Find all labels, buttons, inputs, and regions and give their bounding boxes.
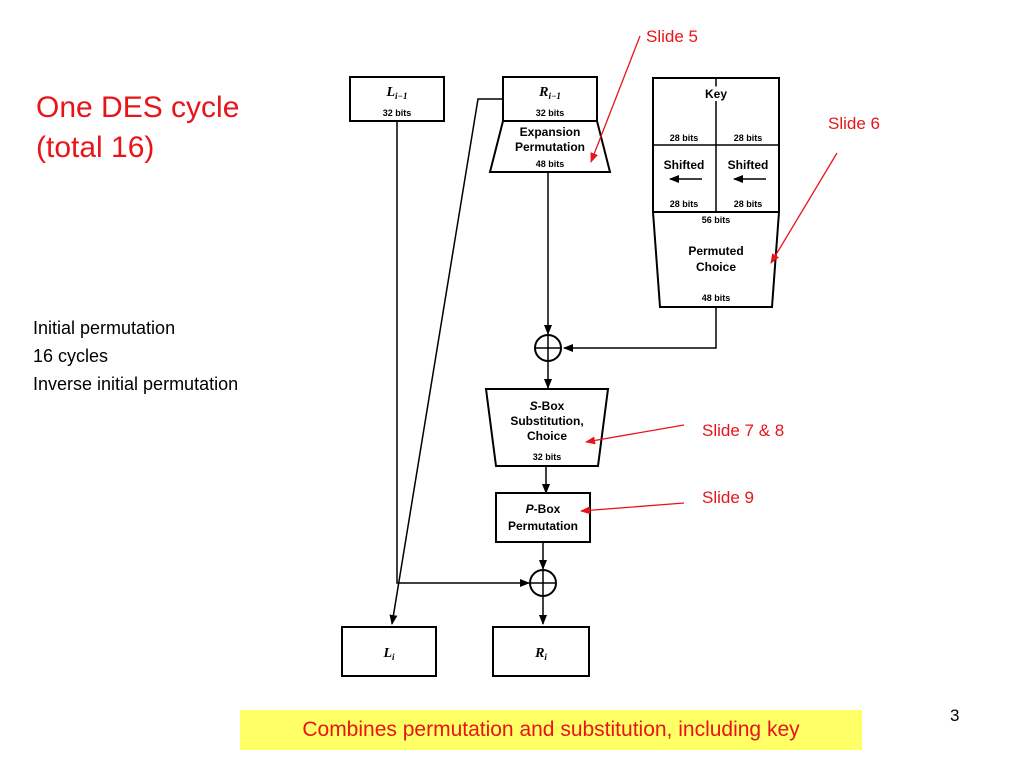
- summary-caption: Combines permutation and substitution, i…: [240, 710, 862, 750]
- annotation-slide-7-8: Slide 7 & 8: [702, 421, 784, 440]
- annotation-arrow-slide-9: [580, 502, 685, 515]
- key-left-bits: 28 bits: [670, 133, 699, 143]
- page-number: 3: [950, 706, 960, 725]
- notes-list: Initial permutation 16 cycles Inverse in…: [33, 314, 238, 398]
- annotation-arrow-slide-7-8: [585, 424, 685, 445]
- shifted-right-label: Shifted: [728, 158, 769, 172]
- r-prev-bits: 32 bits: [536, 108, 565, 118]
- l-prev-label: Li−1: [385, 85, 407, 101]
- sbox-bits: 32 bits: [533, 452, 562, 462]
- pbox-permutation-box: P-Box Permutation: [495, 492, 591, 543]
- sbox-line-2: Substitution,: [510, 414, 583, 428]
- note-item: 16 cycles: [33, 346, 109, 366]
- key-merged-bits: 56 bits: [702, 215, 731, 225]
- annotation-arrow-slide-6: [770, 152, 838, 264]
- xor-icon: [534, 334, 562, 362]
- shifted-left-label: Shifted: [664, 158, 705, 172]
- sbox-line-3: Choice: [527, 429, 567, 443]
- expansion-bits: 48 bits: [536, 159, 565, 169]
- title-line-1: One DES cycle: [36, 91, 240, 124]
- pbox-line-2: Permutation: [508, 519, 578, 533]
- key-title: Key: [705, 87, 727, 101]
- sbox-substitution-box: S-Box Substitution, Choice 32 bits: [484, 388, 610, 467]
- expansion-line-2: Permutation: [515, 140, 585, 154]
- r-next-box: Ri: [492, 626, 590, 677]
- l-next-label: Li: [382, 646, 395, 662]
- pbox-line-1: P-Box: [526, 502, 561, 516]
- expansion-line-1: Expansion: [520, 125, 581, 139]
- slide-title: One DES cycle (total 16): [36, 88, 239, 168]
- annotation-arrow-slide-5: [590, 35, 641, 163]
- flow-arrow-key-to-xor: [563, 307, 717, 352]
- sbox-line-1: S-Box: [530, 399, 565, 413]
- key-left-bits-after: 28 bits: [670, 199, 699, 209]
- permuted-choice-line-2: Choice: [696, 260, 736, 274]
- l-next-box: Li: [341, 626, 437, 677]
- l-prev-box: Li−1 32 bits: [349, 76, 445, 122]
- flow-arrow-l-prev-to-xor: [396, 121, 530, 587]
- note-item: Initial permutation: [33, 318, 176, 338]
- r-prev-box: Ri−1 32 bits: [502, 76, 598, 122]
- expansion-permutation-box: Expansion Permutation 48 bits: [488, 120, 612, 173]
- r-prev-label: Ri−1: [538, 85, 561, 101]
- r-next-label: Ri: [534, 646, 547, 662]
- annotation-slide-5: Slide 5: [646, 27, 698, 46]
- annotation-slide-6: Slide 6: [828, 114, 880, 133]
- permuted-choice-bits: 48 bits: [702, 293, 731, 303]
- permuted-choice-line-1: Permuted: [688, 244, 743, 258]
- annotation-slide-9: Slide 9: [702, 488, 754, 507]
- l-prev-bits: 32 bits: [383, 108, 412, 118]
- xor-icon: [529, 569, 557, 597]
- note-item: Inverse initial permutation: [33, 374, 239, 394]
- flow-arrow-r-prev-to-l-next: [389, 98, 503, 625]
- key-right-bits: 28 bits: [734, 133, 763, 143]
- key-schedule-block: Key 28 bits 28 bits Shifted Shifted 28 b…: [651, 77, 781, 308]
- key-right-bits-after: 28 bits: [734, 199, 763, 209]
- title-line-2: (total 16): [36, 131, 155, 164]
